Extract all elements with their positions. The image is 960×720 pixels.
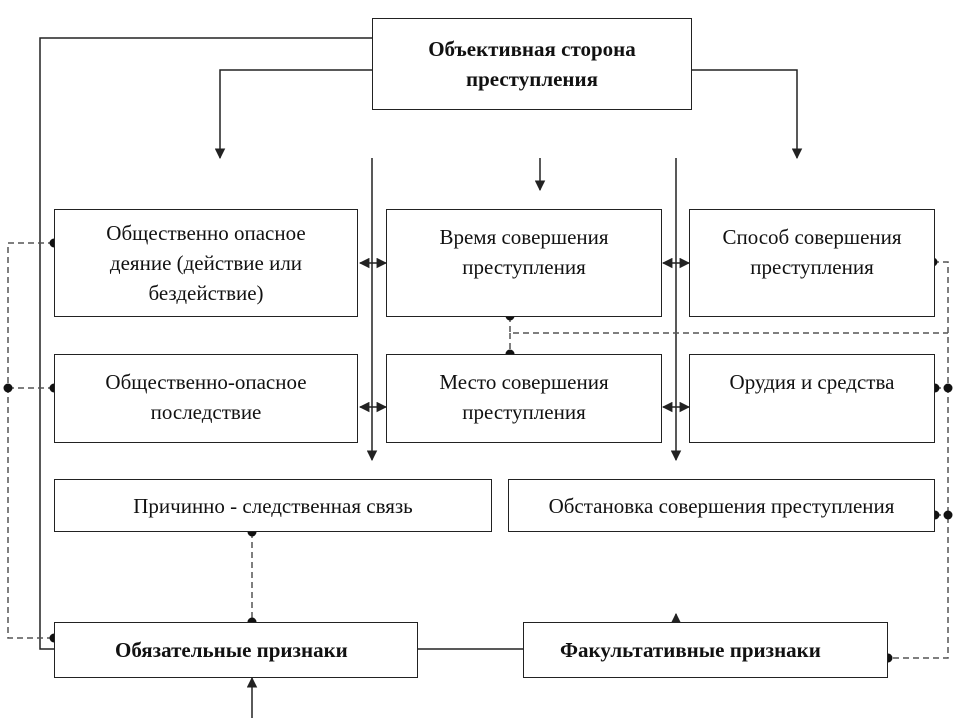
dashed-bus-left <box>7 242 54 639</box>
place-box: Место совершения преступления <box>386 354 662 443</box>
junction-dot <box>943 510 953 520</box>
dashed-bus-right <box>888 261 949 659</box>
optional-features-box: Факультативные признаки <box>523 622 888 678</box>
dashed-link-time-place <box>509 316 948 334</box>
time-box: Время совершения преступления <box>386 209 662 317</box>
junction-dot <box>943 383 953 393</box>
root-box: Объективная сторона преступления <box>372 18 692 110</box>
arrow-root-to-left <box>214 69 372 160</box>
method-box: Способ совершения преступления <box>689 209 935 317</box>
arrow-root-to-right <box>692 69 803 160</box>
junction-dot <box>3 383 13 393</box>
consequence-box: Общественно-опасное последствие <box>54 354 358 443</box>
mandatory-features-box: Обязательные признаки <box>54 622 418 678</box>
outer-line-left <box>39 37 682 650</box>
causal-link-box: Причинно - следственная связь <box>54 479 492 532</box>
deed-box: Общественно опасное деяние (действие или… <box>54 209 358 317</box>
setting-box: Обстановка совершения преступления <box>508 479 935 532</box>
tools-box: Орудия и средства <box>689 354 935 443</box>
